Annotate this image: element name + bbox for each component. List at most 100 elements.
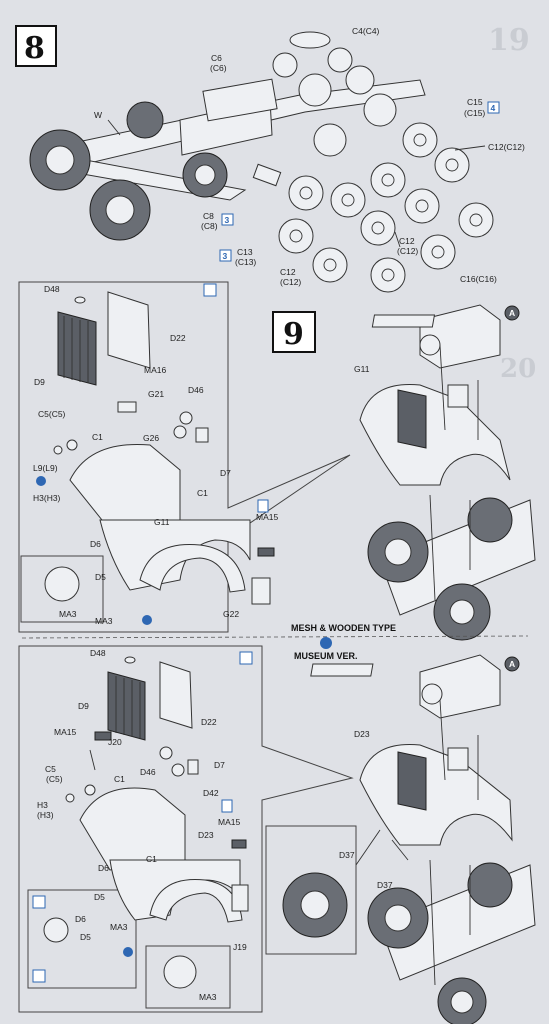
label: D23 (354, 729, 370, 739)
label: (C5) (46, 774, 63, 784)
label: D6 (75, 914, 86, 924)
paint-icon (203, 283, 217, 297)
label: C15 (467, 97, 483, 107)
label: D46 (140, 767, 156, 777)
label: D9 (34, 377, 45, 387)
paint-icon (36, 476, 46, 486)
label: (C15) (464, 108, 485, 118)
step-8-box (15, 25, 57, 67)
chassis-assembly (367, 344, 536, 641)
label: MA3 (110, 922, 128, 932)
label: J19 (233, 942, 247, 952)
label: C12 (399, 236, 415, 246)
label: D5 (94, 892, 105, 902)
radiator-part (107, 656, 193, 741)
label: D5 (95, 572, 106, 582)
label: G26 (143, 433, 159, 443)
paint-icon (32, 969, 46, 983)
label: J20 (108, 737, 122, 747)
label: D37 (339, 850, 355, 860)
label: G11 (154, 517, 170, 527)
label: C8 (203, 211, 214, 221)
glue-icon (221, 799, 233, 813)
label: H3 (37, 800, 48, 810)
label: (H3) (37, 810, 54, 820)
radiator-part (57, 291, 151, 386)
subassembly-frame (18, 281, 351, 633)
label: C1 (146, 854, 157, 864)
label: C12 (280, 267, 296, 277)
glue-icon (257, 499, 269, 513)
label: D42 (203, 788, 219, 798)
label: (C12) (397, 246, 418, 256)
quantity-badge: 4 (491, 103, 496, 113)
page-number: 19 (488, 23, 530, 58)
detail-inset (145, 945, 231, 1009)
step-8-number: 8 (24, 31, 45, 66)
step-9-mesh-section: 9 D48 D22 D9 MA1 (18, 281, 536, 641)
variant-separator (21, 635, 529, 639)
label: (C12) (280, 277, 301, 287)
engine-part: A (371, 304, 520, 369)
subassembly-a-marker: A (509, 659, 515, 669)
label: H3(H3) (33, 493, 61, 503)
label: MA15 (218, 817, 240, 827)
fender-assembly (359, 383, 511, 486)
fender-body-part (43, 731, 249, 989)
label: C12(C12) (488, 142, 525, 152)
label: D22 (201, 717, 217, 727)
subassembly-a-marker: A (509, 308, 515, 318)
label: C6 (211, 53, 222, 63)
step-9-museum-section: D48 D9 D22 MA15 J20 C5 (C5) C1 D46 D7 H3… (18, 645, 536, 1024)
ghost-page-number: 20 (500, 354, 536, 384)
label: W (94, 110, 102, 120)
label: D9 (78, 701, 89, 711)
chassis-assembly (367, 699, 536, 1024)
label: G21 (148, 389, 164, 399)
step-8-section: 8 (15, 25, 525, 293)
label: D23 (198, 830, 214, 840)
label: G22 (223, 609, 239, 619)
quantity-badge: 3 (225, 215, 230, 225)
label: D46 (188, 385, 204, 395)
label: L9(L9) (33, 463, 58, 473)
glue-icon (142, 615, 152, 625)
label: G11 (354, 364, 370, 374)
label: C5 (45, 764, 56, 774)
fender-body-part (44, 401, 275, 605)
label: MA3 (95, 616, 113, 626)
label: D6 (98, 863, 109, 873)
paint-icon (239, 651, 253, 665)
label: C13 (237, 247, 253, 257)
engine-part: A (310, 654, 520, 719)
label: C16(C16) (460, 274, 497, 284)
subassembly-frame (18, 645, 354, 1013)
label: C1 (197, 488, 208, 498)
museum-version-label: MUSEUM VER. (294, 651, 358, 661)
label: C1 (114, 774, 125, 784)
label: MA15 (54, 727, 76, 737)
museum-icon (320, 637, 332, 649)
label: D37 (377, 880, 393, 890)
label: D7 (214, 760, 225, 770)
label: C4(C4) (352, 26, 380, 36)
label: D48 (90, 648, 106, 658)
road-wheels (252, 122, 494, 293)
step-9-box (272, 311, 316, 353)
museum-icon (32, 895, 46, 909)
fender-assembly (359, 743, 513, 846)
label: MA16 (144, 365, 166, 375)
label: MA15 (256, 512, 278, 522)
chassis-drawing (29, 31, 426, 241)
detail-inset (265, 825, 357, 955)
label: D6 (90, 539, 101, 549)
label: C5(C5) (38, 409, 66, 419)
label: D5 (80, 932, 91, 942)
label: D48 (44, 284, 60, 294)
glue-icon (123, 947, 133, 957)
detail-inset (20, 555, 104, 623)
quantity-badge: 3 (223, 251, 228, 261)
label: MA3 (199, 992, 217, 1002)
step-9-number: 9 (283, 317, 304, 352)
